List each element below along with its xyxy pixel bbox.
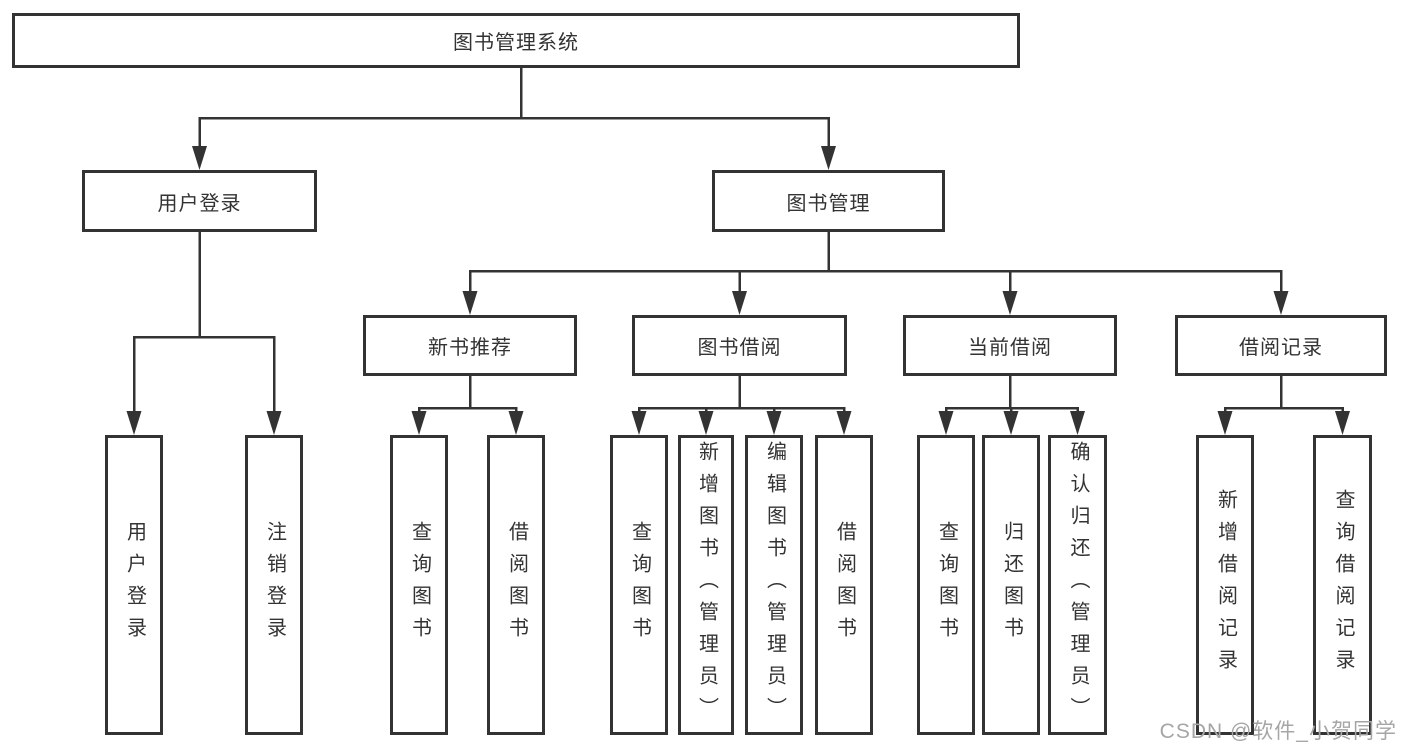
node-current-borrowing: 当前借阅 (903, 315, 1117, 376)
node-label: 新增图书（管理员） (695, 441, 718, 729)
node-label: 图书借阅 (697, 337, 782, 359)
leaf-borrow-books-recommend: 借阅图书 (487, 435, 545, 735)
node-new-book-recommendation: 新书推荐 (363, 315, 577, 376)
node-label: 确认归还（管理员） (1067, 441, 1089, 729)
node-book-borrowing: 图书借阅 (632, 315, 847, 376)
node-label: 查询图书 (935, 521, 958, 649)
node-label: 归还图书 (1000, 521, 1023, 649)
node-book-management: 图书管理 (712, 170, 945, 232)
leaf-add-borrow-record: 新增借阅记录 (1196, 435, 1254, 735)
node-label: 用户登录 (157, 192, 242, 215)
csdn-watermark: CSDN @软件_小贺同学 (1159, 720, 1397, 743)
node-label: 用户登录 (123, 521, 146, 649)
leaf-query-books-recommend: 查询图书 (390, 435, 448, 735)
node-label: 借阅图书 (505, 521, 528, 649)
node-library-management-system: 图书管理系统 (12, 13, 1020, 68)
node-label: 查询借阅记录 (1332, 489, 1354, 681)
leaf-query-borrow-record: 查询借阅记录 (1313, 435, 1372, 735)
node-label: 查询图书 (408, 521, 431, 649)
leaf-add-books-admin: 新增图书（管理员） (678, 435, 734, 735)
node-label: 图书管理 (786, 192, 871, 215)
leaf-query-books-borrow: 查询图书 (610, 435, 668, 735)
node-label: 编辑图书（管理员） (763, 441, 786, 729)
leaf-logout: 注销登录 (245, 435, 303, 735)
node-label: 借阅记录 (1239, 337, 1323, 359)
leaf-confirm-return-admin: 确认归还（管理员） (1048, 435, 1107, 735)
node-label: 新书推荐 (428, 337, 512, 359)
node-borrowing-records: 借阅记录 (1175, 315, 1387, 376)
leaf-edit-books-admin: 编辑图书（管理员） (745, 435, 803, 735)
node-label: 新增借阅记录 (1214, 489, 1237, 681)
node-label: 注销登录 (263, 521, 286, 649)
leaf-return-books: 归还图书 (982, 435, 1040, 735)
leaf-query-books-current: 查询图书 (917, 435, 975, 735)
leaf-borrow-books: 借阅图书 (815, 435, 873, 735)
node-label: 图书管理系统 (453, 32, 579, 54)
node-user-login: 用户登录 (82, 170, 317, 232)
node-label: 查询图书 (628, 521, 651, 649)
node-label: 借阅图书 (833, 521, 856, 649)
node-label: 当前借阅 (968, 337, 1052, 359)
leaf-user-login: 用户登录 (105, 435, 163, 735)
